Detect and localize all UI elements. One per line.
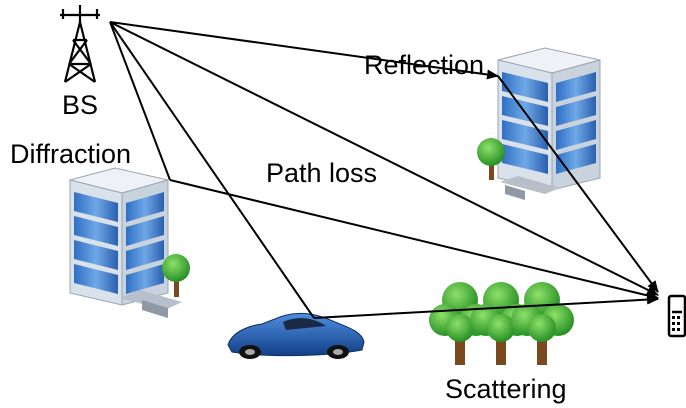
ray-bs-to-car <box>109 21 315 319</box>
bs-label: BS <box>62 90 98 120</box>
tree-icon <box>511 282 574 365</box>
ray-diffraction <box>169 179 659 301</box>
phone-icon <box>667 294 686 338</box>
ray-bs-to-phone-direct <box>109 21 659 296</box>
ray-bs-to-building <box>109 21 499 80</box>
tree-icon <box>162 254 190 297</box>
rays <box>109 21 659 319</box>
building-icon <box>68 167 182 318</box>
tree-icon <box>477 138 505 180</box>
reflection-label: Reflection <box>364 50 484 80</box>
car-icon <box>227 312 365 359</box>
ray-reflection <box>497 75 659 293</box>
tree-icon <box>429 282 492 365</box>
scattering-label: Scattering <box>445 374 567 404</box>
ray-car-to-phone <box>313 294 659 319</box>
tower-icon <box>60 5 100 83</box>
path-loss-label: Path loss <box>266 158 377 188</box>
building-icon <box>497 47 601 200</box>
ray-bs-to-diffraction <box>109 21 171 181</box>
diffraction-label: Diffraction <box>10 139 131 169</box>
